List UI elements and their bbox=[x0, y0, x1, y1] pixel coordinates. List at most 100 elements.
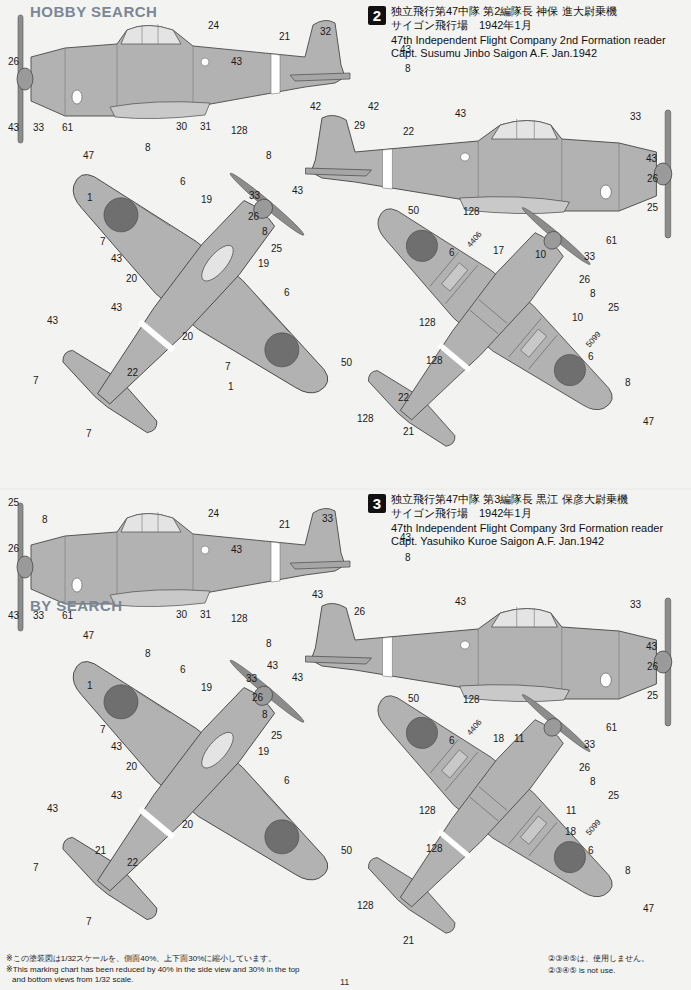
callout-number: 22 bbox=[127, 857, 138, 868]
callout-number: 50 bbox=[408, 205, 419, 216]
callout-number: 21 bbox=[95, 845, 106, 856]
callout-number: 33 bbox=[630, 111, 641, 122]
callout-number: 128 bbox=[419, 805, 436, 816]
callout-number: 19 bbox=[258, 746, 269, 757]
callout-number: 7 bbox=[86, 428, 92, 439]
heading-text: 独立飛行第47中隊 第3編隊長 黒江 保彦大尉乗機 bbox=[391, 493, 628, 505]
callout-number: 8 bbox=[262, 226, 268, 237]
watermark: BY SEARCH bbox=[30, 598, 123, 615]
bottom-view bbox=[290, 625, 673, 990]
callout-number: 61 bbox=[606, 235, 617, 246]
callout-number: 128 bbox=[357, 413, 374, 424]
callout-number: 17 bbox=[493, 245, 504, 256]
heading-text: 47th Independent Flight Company 3rd Form… bbox=[391, 522, 663, 534]
callout-number: 26 bbox=[8, 543, 19, 554]
callout-number: 50 bbox=[341, 845, 352, 856]
callout-number: 43 bbox=[400, 44, 411, 55]
callout-number: 33 bbox=[630, 599, 641, 610]
callout-number: 26 bbox=[248, 211, 259, 222]
callout-number: 43 bbox=[47, 803, 58, 814]
watermark: HOBBY SEARCH bbox=[30, 4, 157, 21]
callout-number: 43 bbox=[111, 790, 122, 801]
section-number: 2 bbox=[373, 6, 381, 25]
callout-number: 43 bbox=[646, 641, 657, 652]
callout-number: 47 bbox=[83, 150, 94, 161]
callout-number: 128 bbox=[231, 125, 248, 136]
callout-number: 25 bbox=[8, 497, 19, 508]
callout-number: 25 bbox=[271, 243, 282, 254]
callout-number: 22 bbox=[127, 367, 138, 378]
callout-number: 7 bbox=[100, 724, 106, 735]
callout-number: 43 bbox=[231, 544, 242, 555]
heading-text: 47th Independent Flight Company 2nd Form… bbox=[391, 34, 666, 46]
section-number: 3 bbox=[373, 494, 381, 513]
callout-number: 25 bbox=[647, 690, 658, 701]
callout-number: 6 bbox=[180, 664, 186, 675]
callout-number: 43 bbox=[8, 610, 19, 621]
callout-number: 6 bbox=[180, 176, 186, 187]
callout-number: 42 bbox=[368, 101, 379, 112]
callout-number: 4406 bbox=[466, 718, 484, 737]
callout-number: 43 bbox=[47, 315, 58, 326]
callout-number: 43 bbox=[312, 589, 323, 600]
top-view bbox=[0, 584, 393, 990]
callout-number: 8 bbox=[405, 552, 411, 563]
callout-number: 47 bbox=[643, 903, 654, 914]
section-divider bbox=[0, 489, 691, 490]
callout-number: 128 bbox=[426, 355, 443, 366]
callout-number: 33 bbox=[584, 251, 595, 262]
callout-number: 33 bbox=[246, 673, 257, 684]
callout-number: 5099 bbox=[585, 818, 603, 837]
callout-number: 43 bbox=[111, 302, 122, 313]
callout-number: 128 bbox=[419, 317, 436, 328]
note-text: and bottom views from 1/32 scale. bbox=[12, 976, 133, 985]
callout-number: 50 bbox=[341, 357, 352, 368]
top-view bbox=[0, 97, 393, 505]
callout-number: 6 bbox=[588, 845, 594, 856]
callout-number: 20 bbox=[182, 819, 193, 830]
callout-number: 7 bbox=[225, 361, 231, 372]
note-text: ※この塗装図は1/32スケールを、側面40%、上下面30%に縮小しています。 bbox=[6, 955, 276, 964]
callout-number: 61 bbox=[606, 722, 617, 733]
heading-text: 独立飛行第47中隊 第2編隊長 神保 進大尉乗機 bbox=[391, 5, 617, 17]
callout-number: 22 bbox=[398, 392, 409, 403]
callout-number: 8 bbox=[405, 63, 411, 74]
callout-number: 25 bbox=[647, 202, 658, 213]
callout-number: 128 bbox=[426, 843, 443, 854]
callout-number: 26 bbox=[579, 274, 590, 285]
callout-number: 47 bbox=[83, 630, 94, 641]
callout-number: 24 bbox=[208, 20, 219, 31]
side-view bbox=[17, 15, 350, 143]
callout-number: 6 bbox=[284, 775, 290, 786]
callout-number: 43 bbox=[455, 596, 466, 607]
callout-number: 43 bbox=[267, 660, 278, 671]
note-text: ※This marking chart has been reduced by … bbox=[6, 966, 300, 975]
callout-number: 26 bbox=[252, 692, 263, 703]
callout-number: 128 bbox=[357, 900, 374, 911]
callout-number: 43 bbox=[292, 672, 303, 683]
callout-number: 128 bbox=[463, 694, 480, 705]
side-view bbox=[306, 598, 672, 726]
section-number-box: 2 bbox=[368, 6, 386, 25]
callout-number: 33 bbox=[33, 122, 44, 133]
callout-number: 21 bbox=[403, 935, 414, 946]
callout-number: 5099 bbox=[585, 330, 603, 349]
note-text: ②③④⑤は、使用しません。 bbox=[548, 955, 649, 964]
side-view bbox=[306, 110, 672, 238]
callout-number: 50 bbox=[408, 693, 419, 704]
callout-number: 43 bbox=[646, 153, 657, 164]
callout-number: 11 bbox=[566, 805, 576, 816]
callout-number: 43 bbox=[231, 56, 242, 67]
callout-number: 26 bbox=[354, 606, 365, 617]
callout-number: 33 bbox=[322, 513, 333, 524]
heading-text: サイゴン飛行場 1942年1月 bbox=[391, 19, 532, 31]
callout-number: 6 bbox=[284, 287, 290, 298]
callout-number: 26 bbox=[647, 661, 658, 672]
note-text: ②③④⑤ is not use. bbox=[548, 967, 615, 976]
callout-number: 7 bbox=[86, 916, 92, 927]
callout-number: 43 bbox=[8, 122, 19, 133]
callout-number: 20 bbox=[126, 273, 137, 284]
callout-number: 8 bbox=[590, 776, 596, 787]
callout-number: 6 bbox=[449, 247, 455, 258]
